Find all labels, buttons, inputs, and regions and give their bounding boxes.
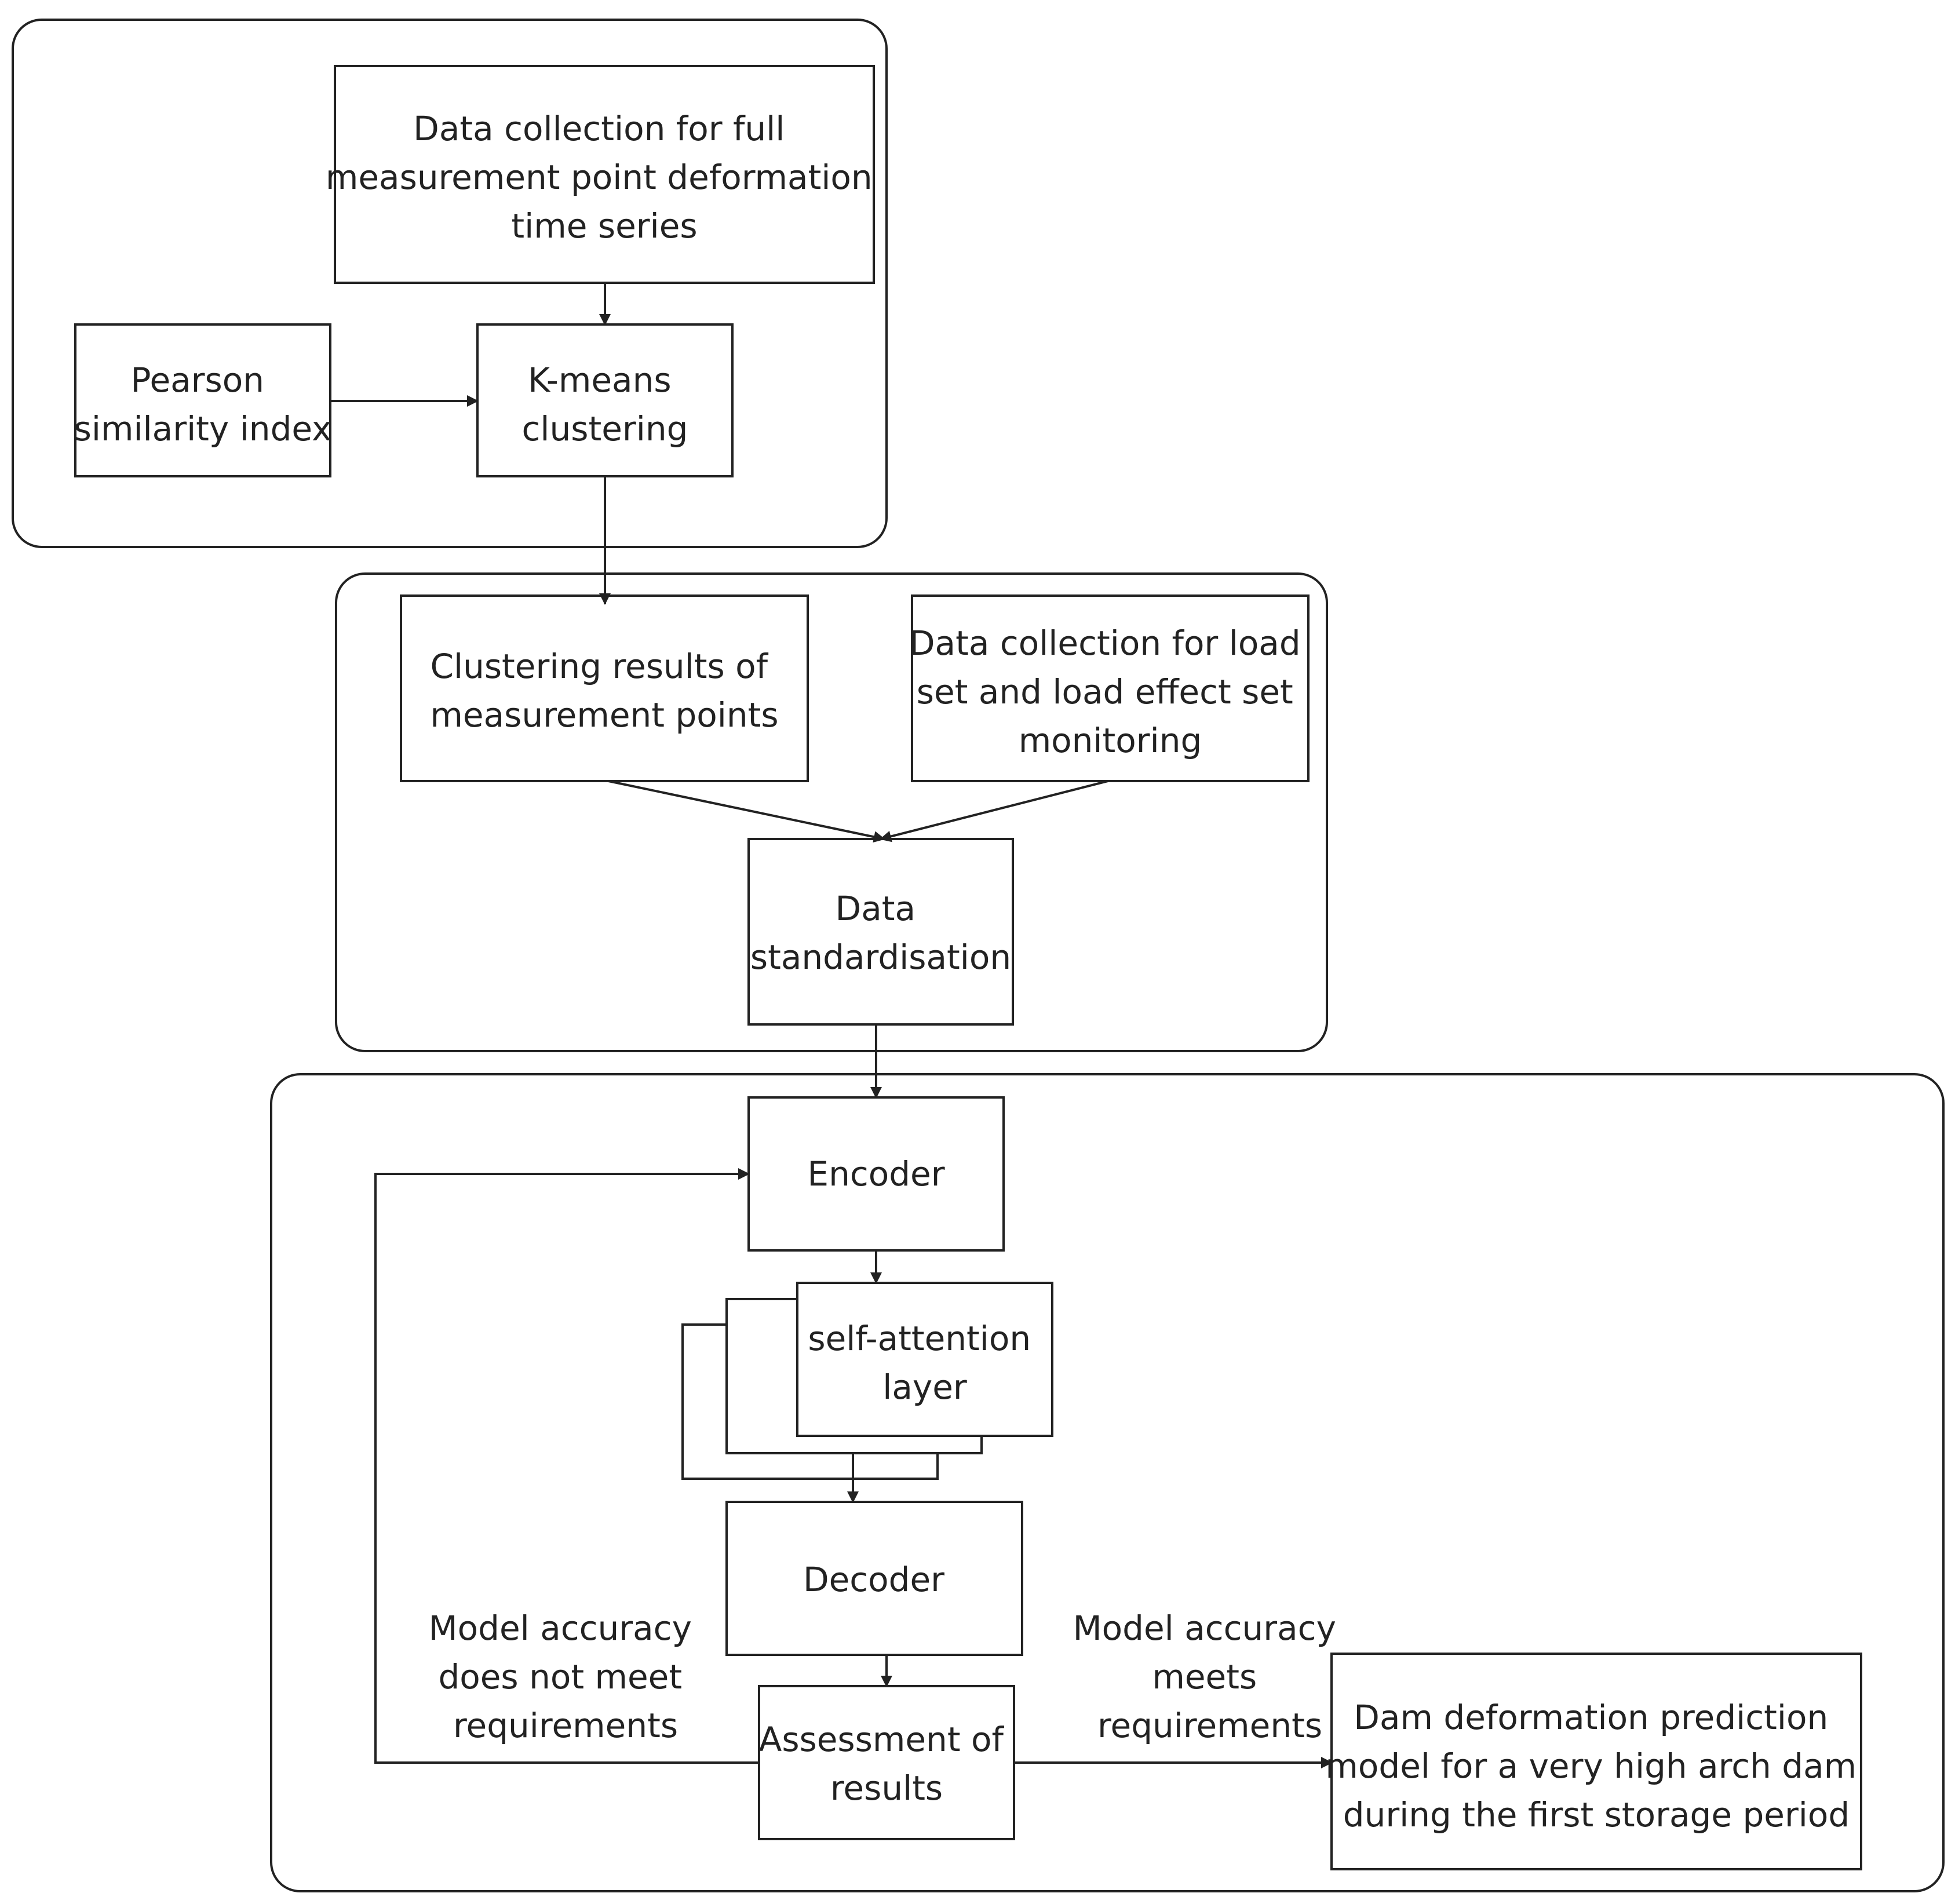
load-data-collection-label: Data collection for load set and load ef… [909, 623, 1311, 760]
arrow-load-data-to-standardisation [880, 780, 1108, 842]
assessment-label: Assessment of results [759, 1720, 1015, 1808]
accuracy-met-label: Model accuracy meets requirements [1073, 1608, 1347, 1745]
arrow-feedback-to-encoder [374, 1168, 759, 1764]
data-collection-full-label: Data collection for full measurement poi… [326, 109, 883, 246]
self-attention-box [796, 1282, 1053, 1437]
kmeans-label: K-means clustering [522, 360, 688, 448]
final-model-box [1330, 1653, 1862, 1870]
decoder-box [725, 1501, 1023, 1656]
modelling-stage-group [270, 1073, 1945, 1892]
accuracy-not-met-label: Model accuracy does not meet requirement… [429, 1608, 703, 1745]
preprocessing-stage-group [335, 572, 1328, 1052]
self-attention-label: self-attention layer [808, 1319, 1041, 1407]
decoder-label: Decoder [803, 1560, 944, 1599]
encoder-box [747, 1096, 1005, 1252]
load-data-collection-box [911, 594, 1310, 782]
pearson-box [74, 323, 331, 477]
pearson-label: Pearson similarity index [74, 360, 332, 448]
data-collection-full-box [334, 65, 875, 284]
data-standardisation-label: Data standardisation [750, 889, 1011, 977]
final-model-label: Dam deformation prediction model for a v… [1325, 1698, 1867, 1834]
clustering-results-box [400, 594, 809, 782]
encoder-label: Encoder [807, 1154, 944, 1194]
clustering-results-label: Clustering results of measurement points [430, 647, 778, 735]
kmeans-box [476, 323, 734, 477]
arrow-clustering-results-to-standardisation [608, 780, 885, 843]
data-standardisation-box [747, 838, 1014, 1026]
clustering-stage-group [12, 19, 888, 548]
assessment-box [758, 1685, 1015, 1840]
